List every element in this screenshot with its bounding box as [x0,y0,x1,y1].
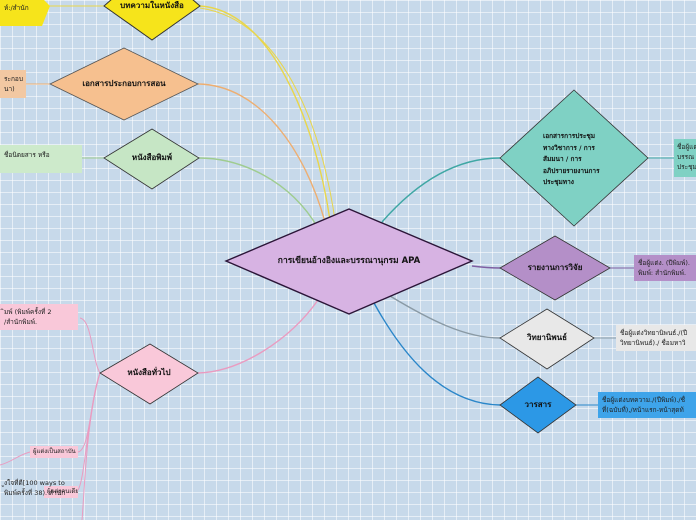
detail-research-report-text: ชื่อผู้แต่ง. (ปีพิมพ์). พิมพ์: สำนักพิมพ… [634,256,696,282]
detail-general-book-shape[interactable] [0,304,78,330]
detail-journal-text: ชื่อผู้แต่งบทความ./(ปีพิมพ์)./ชื่ ที่(ฉบ… [598,393,696,419]
detail-teaching-docs-shape[interactable] [0,70,26,98]
detail-article-in-book-text: ห์:/สำนัก [4,4,29,12]
general-detail-line-2: /สำนักพิมพ์. [4,318,38,326]
sub-b-text: ูงใจที่ดี[100 ways to พิมพ์ครั้งที่ 38).… [0,476,70,500]
detail-general-book-text: ิมพ์ (พิมพ์ครั้งที่ 2 /สำนักพิมพ์. [0,305,78,330]
detail-thesis-shape[interactable] [616,325,696,351]
edge-sub-a-leaf [0,451,31,466]
detail-article-in-book-shape[interactable] [0,0,50,26]
conference-detail-line-3: ประชุม [677,163,696,171]
journal-detail-line-1: ชื่อผู้แต่งบทความ./(ปีพิมพ์)./ชื่ [602,396,686,404]
node-general-book-shape[interactable] [99,343,199,405]
edge-central-thesis [389,295,501,339]
node-conference-docs-shape[interactable] [499,89,649,227]
detail-printed-book-shape[interactable] [0,145,82,173]
edge-central-conference [381,157,501,223]
edge-central-teaching-docs [197,83,326,223]
edge-central-article-in-book-2 [199,7,336,221]
node-journal-shape[interactable] [499,376,577,434]
edge-general-detail [79,317,101,374]
detail-conference-docs-shape[interactable] [674,139,696,177]
connector-lines [0,5,674,520]
central-node-shape[interactable] [224,208,474,315]
detail-teaching-docs-text: ระกอบ นา) [0,72,26,98]
node-teaching-docs-shape[interactable] [49,47,199,121]
node-shapes [49,0,649,434]
node-article-in-book-shape[interactable] [103,0,201,41]
thesis-detail-line-2: วิทยานิพนธ์)./ ชื่อมหาวิ [620,339,686,347]
edge-central-journal [373,302,501,406]
node-printed-book-shape[interactable] [103,128,200,190]
conference-detail-line-2: บรรณ [677,153,695,161]
edge-central-general-book [197,299,319,374]
teaching-detail-line-2: นา) [4,85,15,93]
node-research-report-shape[interactable] [499,235,611,301]
edge-general-sub-c [81,372,101,520]
detail-boxes [0,0,696,498]
sub-a-text: ผู้แต่งเป็นสถาบัน [33,448,76,455]
sub-b-line-2: พิมพ์ครั้งที่ 38). สำนัก [4,489,66,497]
research-detail-line-1: ชื่อผู้แต่ง. (ปีพิมพ์). [638,259,690,267]
detail-research-report-shape[interactable] [634,255,696,281]
detail-journal-shape[interactable] [598,392,696,418]
detail-printed-book-text: ชื่อนิตยสาร หรือ [4,151,50,159]
teaching-detail-line-1: ระกอบ [4,75,23,83]
journal-detail-line-2: ที่(ฉบับที่),/หน้าแรก-หน้าสุดท้ [602,406,684,414]
edge-central-research [471,265,501,269]
sub-c-text: ผู้แต่งคนเดียว [47,488,78,495]
conference-detail-line-1: ชื่อผู้แต [677,143,696,151]
sub-c-shape[interactable] [44,486,78,498]
detail-thesis-text: ชื่อผู้แต่งวิทยานิพนธ์./(ปี วิทยานิพนธ์)… [616,326,696,352]
sub-a-shape[interactable] [30,446,78,458]
sub-b-line-1: ูงใจที่ดี[100 ways to [4,479,65,487]
node-thesis-shape[interactable] [499,308,595,370]
thesis-detail-line-1: ชื่อผู้แต่งวิทยานิพนธ์./(ปี [620,329,688,337]
detail-conference-docs-text: ชื่อผู้แต บรรณ ประชุม [674,140,696,178]
edge-central-article-in-book [199,5,331,221]
research-detail-line-2: พิมพ์: สำนักพิมพ์. [638,269,687,277]
edge-central-printed-book [198,157,319,229]
general-detail-line-1: ิมพ์ (พิมพ์ครั้งที่ 2 [4,308,52,316]
